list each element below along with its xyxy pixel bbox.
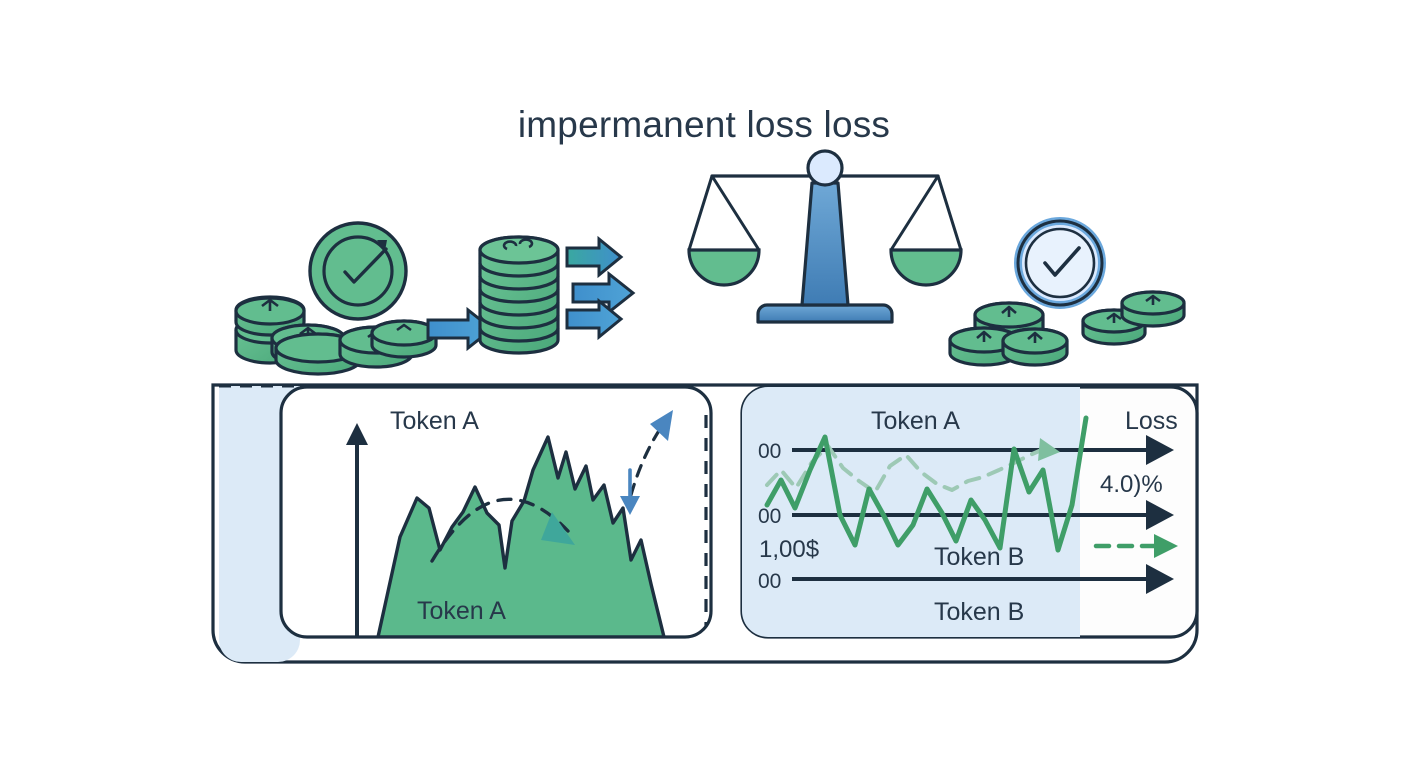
right-card-label-token-b-bottom: Token B	[934, 598, 1024, 626]
balance-scale-icon	[687, 149, 963, 324]
right-card-label-token-b-mid: Token B	[934, 543, 1024, 571]
right-card-label-token-a: Token A	[871, 407, 960, 435]
dashed-arc-arrow-icon	[430, 497, 575, 563]
left-card-label-top: Token A	[390, 407, 479, 435]
green-dashed-arrow-icon	[1093, 534, 1178, 558]
token-a-line-series	[764, 415, 1089, 553]
dashed-up-arrow-icon	[629, 410, 673, 497]
right-axis-label-3: 00	[758, 570, 781, 593]
coin-pile-icon	[948, 290, 1186, 367]
blue-arrow-right-icon	[571, 270, 636, 316]
coin-pile-icon	[234, 295, 438, 376]
right-axis-label-1: 00	[758, 505, 781, 528]
left-card-label-inside: Token A	[417, 597, 506, 625]
check-circle-icon	[1014, 217, 1106, 309]
axis-arrow-row-3	[792, 564, 1174, 594]
up-arrow-axis-icon	[346, 423, 368, 637]
down-arrow-icon	[620, 468, 640, 515]
blue-arrow-right-icon	[565, 235, 624, 279]
blue-arrow-right-icon	[565, 297, 624, 341]
axis-arrow-row-2	[792, 500, 1174, 530]
right-axis-label-0: 00	[758, 440, 781, 463]
right-card-label-loss: Loss	[1125, 407, 1178, 435]
right-card-label-percent: 4.0)%	[1100, 471, 1163, 498]
page-title: impermanent loss loss	[517, 104, 891, 145]
green-clock-icon	[308, 221, 408, 321]
right-card-blue-region	[742, 387, 1080, 637]
coin-stack-icon	[478, 235, 560, 355]
right-axis-label-2: 1,00$	[759, 536, 819, 563]
axis-arrow-row-1	[792, 435, 1174, 465]
